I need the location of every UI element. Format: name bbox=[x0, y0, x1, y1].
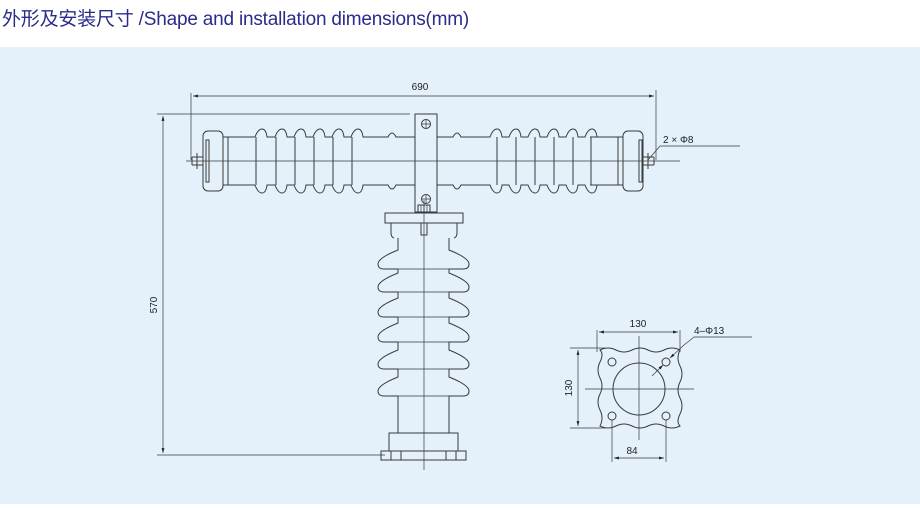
dimension-length-label: 690 bbox=[412, 82, 429, 93]
dimension-length: 690 bbox=[190, 82, 657, 160]
page-title: 外形及安装尺寸 /Shape and installation dimensio… bbox=[2, 9, 470, 30]
hole-spacing-label: 84 bbox=[626, 446, 638, 457]
flange-width-label: 130 bbox=[630, 319, 647, 330]
terminal-holes-label: 2 × Φ8 bbox=[663, 135, 694, 146]
horizontal-insulator bbox=[186, 113, 680, 213]
post-insulator bbox=[377, 200, 470, 470]
flange-height-label: 130 bbox=[564, 379, 575, 396]
dimension-height: 570 bbox=[149, 113, 410, 456]
dimension-height-label: 570 bbox=[149, 296, 160, 313]
base-flange-view: 130 130 84 4–Φ13 bbox=[564, 319, 752, 462]
terminal-holes-callout: 2 × Φ8 bbox=[647, 135, 740, 161]
drawing-panel bbox=[0, 47, 920, 504]
mounting-holes-label: 4–Φ13 bbox=[694, 326, 725, 337]
